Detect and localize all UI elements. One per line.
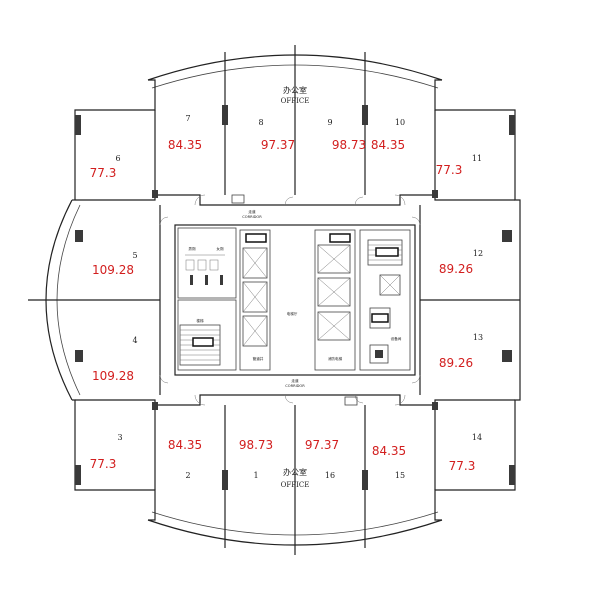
service-right <box>359 229 411 371</box>
unit-number: 15 <box>395 471 405 480</box>
stair-label: 楼梯 <box>196 318 204 323</box>
elevators-right <box>314 229 356 371</box>
unit-10: 10 84.35 <box>371 118 405 152</box>
unit-area: 77.3 <box>449 459 476 473</box>
unit-area: 98.73 <box>332 138 366 152</box>
unit-13: 13 89.26 <box>439 333 483 370</box>
unit-area: 77.3 <box>90 166 117 180</box>
unit-number: 8 <box>258 118 263 127</box>
unit-area: 89.26 <box>439 262 473 276</box>
office-en-bottom: OFFICE <box>281 481 310 489</box>
unit-number: 16 <box>325 471 335 480</box>
lift-lobby-label: 电梯厅 <box>287 311 298 316</box>
unit-4: 4 109.28 <box>92 336 138 383</box>
unit-area: 84.35 <box>168 438 202 452</box>
fire-lift-label: 消防电梯 <box>328 356 343 361</box>
unit-number: 12 <box>473 249 483 258</box>
toilet-m-label: 男厕 <box>188 246 196 251</box>
unit-area: 84.35 <box>372 444 406 458</box>
unit-number: 5 <box>132 251 137 260</box>
unit-15: 15 84.35 <box>372 444 406 480</box>
office-en-top: OFFICE <box>281 97 310 105</box>
unit-area: 109.28 <box>92 263 134 277</box>
office-cn-top: 办公室 <box>283 85 307 95</box>
unit-area: 97.37 <box>261 138 295 152</box>
unit-9: 9 98.73 <box>327 118 366 152</box>
unit-number: 11 <box>472 154 482 163</box>
unit-11: 11 77.3 <box>436 154 482 177</box>
elevators-left <box>239 229 271 371</box>
toilet-f-label: 女厕 <box>216 246 224 251</box>
shaft-label: 管道井 <box>253 356 264 361</box>
unit-area: 77.3 <box>436 163 463 177</box>
unit-16: 16 97.37 <box>305 438 339 480</box>
unit-area: 89.26 <box>439 356 473 370</box>
corridor-bottom-label: 走道 <box>291 378 299 383</box>
columns <box>75 105 515 490</box>
unit-5: 5 109.28 <box>92 251 138 277</box>
equipment-label: 设备间 <box>391 336 402 341</box>
unit-number: 13 <box>473 333 483 342</box>
office-label-top: 办公室 OFFICE <box>281 85 310 105</box>
unit-number: 1 <box>253 471 258 480</box>
corridor-bottom-en-label: CORRIDOR <box>285 384 305 388</box>
office-label-bottom: 办公室 OFFICE <box>281 467 310 489</box>
doors <box>159 194 421 406</box>
unit-area: 84.35 <box>371 138 405 152</box>
stair-left <box>179 324 221 366</box>
unit-number: 2 <box>185 471 190 480</box>
corridor-top-label: 走道 <box>248 209 256 214</box>
unit-8: 8 97.37 <box>258 118 295 152</box>
unit-14: 14 77.3 <box>449 433 482 473</box>
unit-area: 97.37 <box>305 438 339 452</box>
unit-7: 7 84.35 <box>168 114 202 152</box>
corridor-top-en-label: CORRIDOR <box>242 215 262 219</box>
unit-number: 7 <box>185 114 190 123</box>
office-cn-bottom: 办公室 <box>283 467 307 477</box>
unit-area: 84.35 <box>168 138 202 152</box>
unit-1: 1 98.73 <box>239 438 273 480</box>
unit-area: 77.3 <box>90 457 117 471</box>
unit-6: 6 77.3 <box>90 154 121 180</box>
unit-number: 3 <box>117 433 122 442</box>
unit-number: 9 <box>327 118 332 127</box>
unit-2: 2 84.35 <box>168 438 202 480</box>
unit-12: 12 89.26 <box>439 249 483 276</box>
unit-number: 4 <box>132 336 137 345</box>
unit-area: 109.28 <box>92 369 134 383</box>
core-labels: 走道 CORRIDOR 走道 CORRIDOR 电梯厅 男厕 女厕 楼梯 管道井… <box>188 209 401 388</box>
unit-number: 14 <box>472 433 482 442</box>
unit-area: 98.73 <box>239 438 273 452</box>
unit-number: 6 <box>115 154 120 163</box>
unit-3: 3 77.3 <box>90 433 123 471</box>
central-core <box>174 194 416 406</box>
unit-number: 10 <box>395 118 405 127</box>
partitions <box>28 45 520 555</box>
